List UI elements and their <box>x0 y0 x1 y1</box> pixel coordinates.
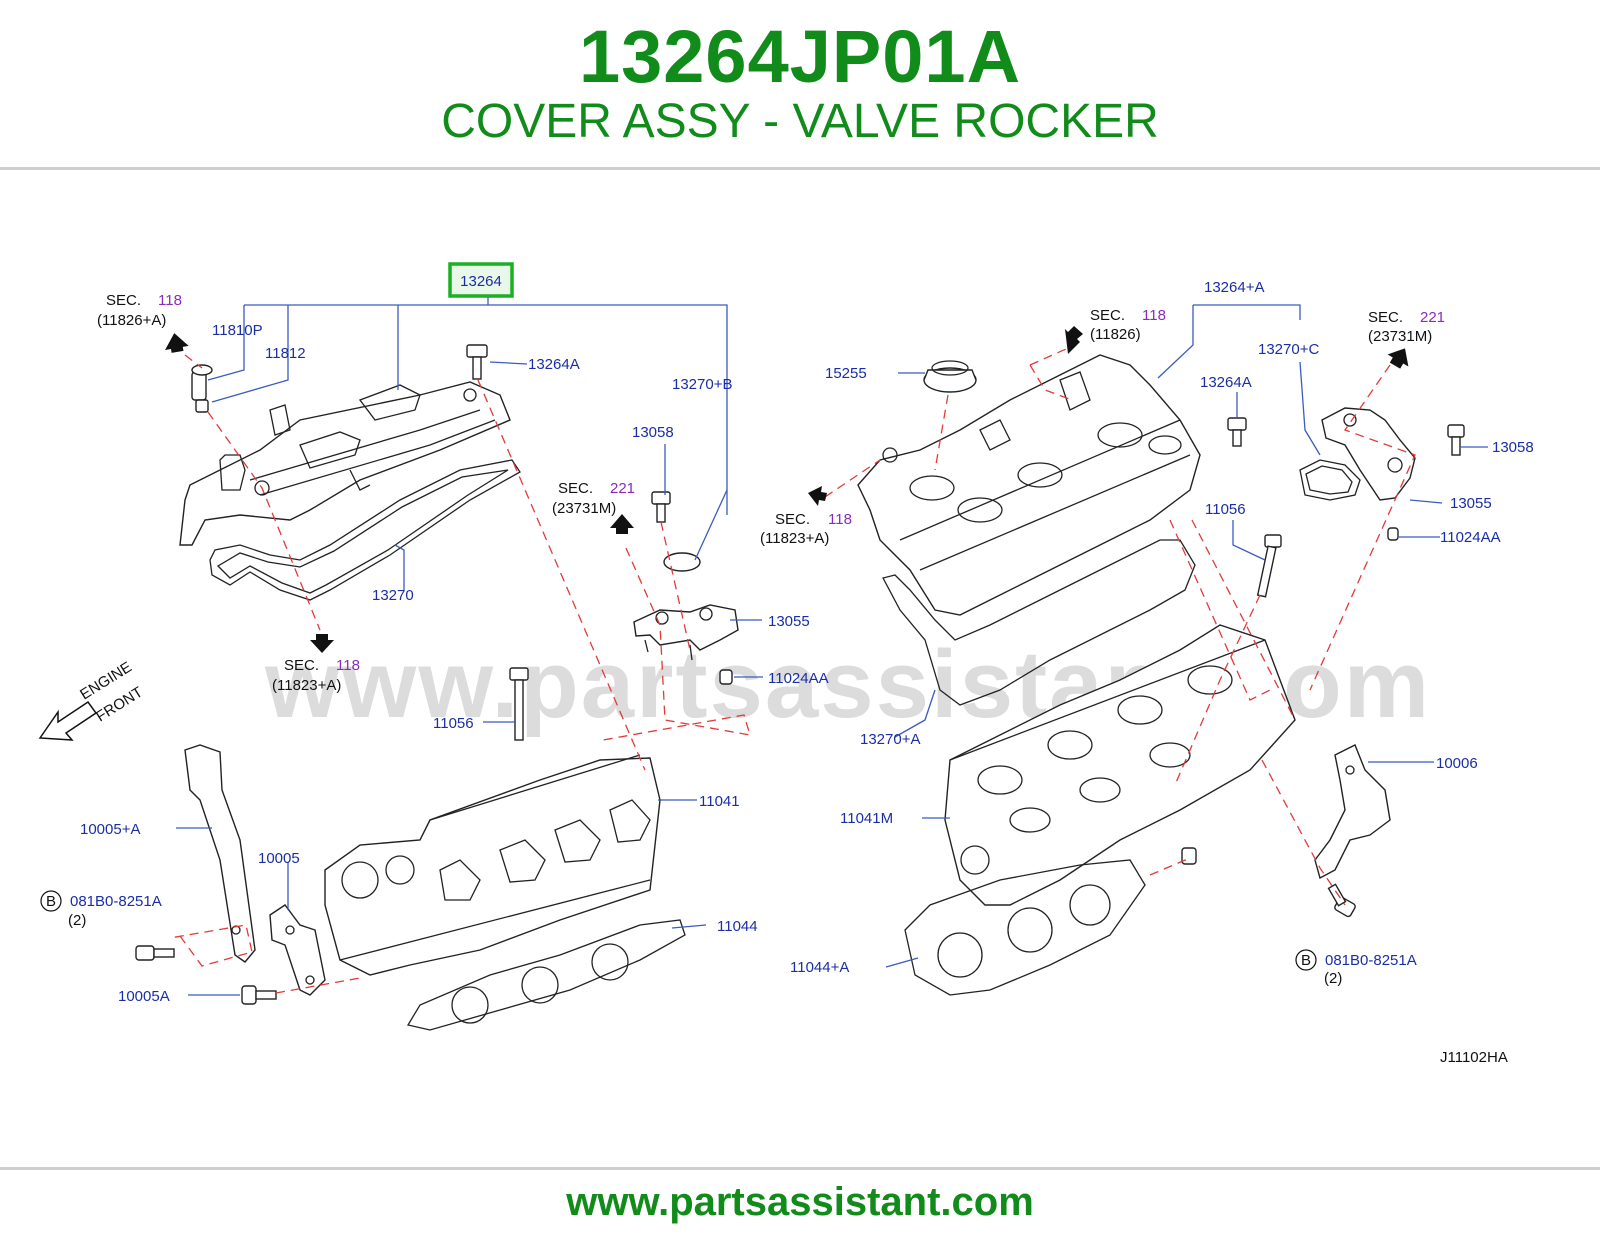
right-seal-11024aa <box>1387 527 1399 541</box>
bottom-divider <box>0 1167 1600 1170</box>
left-oring-13270b <box>663 552 701 572</box>
right-oil-cap-15255 <box>923 360 977 393</box>
label-11056-right[interactable]: 11056 <box>1205 501 1246 518</box>
circle-b-right-letter: B <box>1301 952 1311 969</box>
left-bolt-13058 <box>651 491 671 523</box>
right-head-bolt-11056 <box>1256 534 1282 598</box>
sec-6-label: SEC. <box>1368 309 1403 326</box>
sec-6-ref: (23731M) <box>1368 328 1432 345</box>
right-dashed-lines <box>824 344 1416 906</box>
left-bolt-081b0 <box>135 945 175 961</box>
label-11024aa-left[interactable]: 11024AA <box>768 670 829 687</box>
right-dowel <box>1181 847 1197 865</box>
left-seal-11024aa <box>719 669 733 685</box>
label-13270b[interactable]: 13270+B <box>672 376 732 393</box>
label-081b0-right[interactable]: 081B0-8251A <box>1325 952 1417 969</box>
sec-4-ref: (11826) <box>1090 326 1141 343</box>
right-solenoid-13055 <box>1321 407 1416 501</box>
left-section-arrows <box>165 333 634 653</box>
sec-6-number[interactable]: 221 <box>1420 309 1445 326</box>
label-11810p[interactable]: 11810P <box>212 322 263 339</box>
right-bracket-10006 <box>1314 744 1391 880</box>
left-cover-gasket <box>209 459 521 601</box>
left-dashed-lines <box>169 354 751 994</box>
right-head-gasket-11044a <box>904 859 1146 996</box>
right-section-arrows <box>808 326 1409 506</box>
label-11041m[interactable]: 11041M <box>840 810 893 827</box>
label-081b0-left[interactable]: 081B0-8251A <box>70 893 162 910</box>
label-13264[interactable]: 13264 <box>460 273 502 290</box>
top-divider <box>0 167 1600 170</box>
footer-url[interactable]: www.partsassistant.com <box>566 1180 1034 1224</box>
left-rocker-cover <box>179 381 511 546</box>
left-pcv-valve <box>191 364 213 413</box>
label-11056-left[interactable]: 11056 <box>433 715 474 732</box>
label-13055-right[interactable]: 13055 <box>1450 495 1492 512</box>
sec-1-label: SEC. <box>106 292 141 309</box>
label-13264a-left[interactable]: 13264A <box>528 356 580 373</box>
label-13264a-right[interactable]: 13264A <box>1200 374 1252 391</box>
part-number-title: 13264JP01A <box>578 15 1022 98</box>
right-cylinder-head-11041m <box>944 624 1296 906</box>
label-13264a-plus[interactable]: 13264+A <box>1204 279 1264 296</box>
sec-1-ref: (11826+A) <box>97 312 166 329</box>
sec-4-label: SEC. <box>1090 307 1125 324</box>
sec-2-number[interactable]: 118 <box>336 657 360 674</box>
sec-3-label: SEC. <box>558 480 593 497</box>
sec-2-ref: (11823+A) <box>272 677 341 694</box>
label-11024aa-right[interactable]: 11024AA <box>1440 529 1501 546</box>
count-left: (2) <box>68 912 86 929</box>
circle-b-right <box>1295 949 1317 971</box>
right-gasket-13270c <box>1299 459 1361 501</box>
right-bolt-13264a <box>1227 417 1247 447</box>
label-10005a[interactable]: 10005A <box>118 988 170 1005</box>
left-leaders <box>176 290 763 996</box>
sec-2-label: SEC. <box>284 657 319 674</box>
highlight-box-13264[interactable] <box>448 262 514 298</box>
left-bracket-10005 <box>269 904 326 996</box>
label-10006[interactable]: 10006 <box>1436 755 1478 772</box>
left-cylinder-head-11041 <box>324 754 661 976</box>
label-11044[interactable]: 11044 <box>717 918 758 935</box>
label-13058-right[interactable]: 13058 <box>1492 439 1534 456</box>
left-bracket-10005a-plus <box>184 744 256 963</box>
label-13055-left[interactable]: 13055 <box>768 613 810 630</box>
right-leaders <box>885 304 1488 968</box>
part-name-subtitle: COVER ASSY - VALVE ROCKER <box>441 95 1159 148</box>
right-bolt-13058 <box>1447 424 1465 456</box>
drawing-code: J11102HA <box>1440 1049 1508 1066</box>
right-cover-gasket-13270a <box>882 539 1196 706</box>
sec-1-number[interactable]: 118 <box>158 292 182 309</box>
left-bolt-13264a <box>466 344 488 380</box>
label-11812[interactable]: 11812 <box>265 345 306 362</box>
left-solenoid-13055 <box>633 604 739 661</box>
label-13270a[interactable]: 13270+A <box>860 731 920 748</box>
sec-5-number[interactable]: 118 <box>828 511 852 528</box>
circle-b-left-letter: B <box>46 893 56 910</box>
label-13058-left[interactable]: 13058 <box>632 424 674 441</box>
sec-5-ref: (11823+A) <box>760 530 829 547</box>
left-bolt-10005a <box>241 985 277 1005</box>
label-15255[interactable]: 15255 <box>825 365 867 382</box>
sec-3-number[interactable]: 221 <box>610 480 635 497</box>
label-10005[interactable]: 10005 <box>258 850 300 867</box>
circle-b-left <box>40 890 62 912</box>
left-head-bolt-11056 <box>509 667 529 741</box>
sec-3-ref: (23731M) <box>552 500 616 517</box>
header: 13264JP01A COVER ASSY - VALVE ROCKER <box>0 0 1600 170</box>
engine-front-indicator: ENGINE FRONT <box>38 658 146 741</box>
label-13270[interactable]: 13270 <box>372 587 414 604</box>
count-right: (2) <box>1324 970 1342 987</box>
right-bolt-081b0 <box>1327 883 1356 918</box>
sec-5-label: SEC. <box>775 511 810 528</box>
sec-4-number[interactable]: 118 <box>1142 307 1166 324</box>
label-11041[interactable]: 11041 <box>699 793 740 810</box>
label-13270c[interactable]: 13270+C <box>1258 341 1319 358</box>
right-rocker-cover <box>857 354 1201 616</box>
label-11044a[interactable]: 11044+A <box>790 959 849 976</box>
label-10005a-plus[interactable]: 10005+A <box>80 821 140 838</box>
